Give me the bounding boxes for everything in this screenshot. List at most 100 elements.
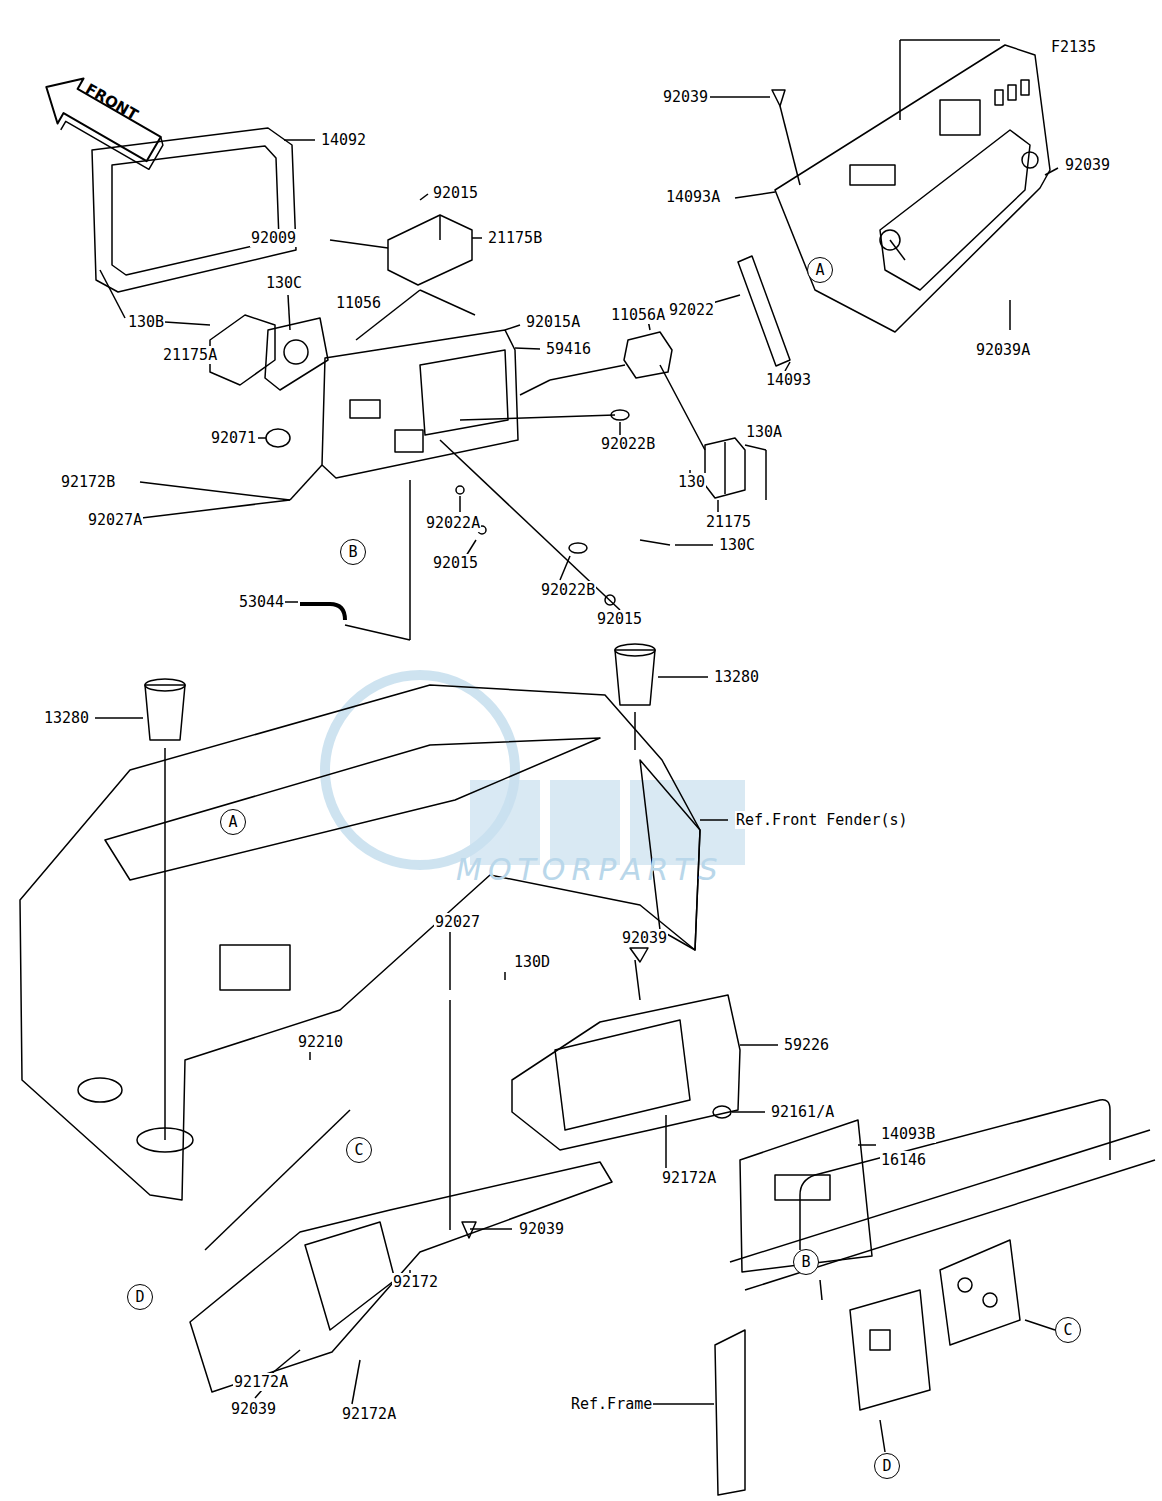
illustration-part	[145, 679, 185, 691]
callout-number: 92172	[392, 1273, 439, 1291]
illustration-part	[165, 322, 210, 325]
illustration-part	[145, 685, 185, 740]
callout-number: 21175	[705, 513, 752, 531]
illustration-part	[395, 430, 423, 452]
illustration-part	[648, 1403, 714, 1405]
illustration-part	[459, 496, 461, 512]
callout-number: 14093	[765, 371, 812, 389]
illustration-part	[730, 1130, 1150, 1262]
callout-number: 11056	[335, 294, 382, 312]
illustration-part	[266, 429, 290, 447]
illustration-part	[850, 1290, 930, 1410]
illustration-part	[700, 819, 728, 821]
illustration-part	[515, 348, 540, 349]
callout-number: 92009	[250, 229, 297, 247]
callout-number: 92071	[210, 429, 257, 447]
callout-number: 130C	[718, 536, 756, 554]
illustration-part	[352, 1360, 360, 1404]
illustration-part	[100, 270, 125, 318]
illustration-part	[288, 295, 290, 330]
illustration-part	[735, 192, 775, 198]
illustration-part	[772, 90, 785, 106]
illustration-part	[800, 1100, 1110, 1250]
illustration-part	[1008, 85, 1016, 100]
callout-number: 13280	[713, 668, 760, 686]
illustration-part	[615, 650, 655, 705]
callout-number: 92022B	[600, 435, 656, 453]
callout-number: 92027A	[87, 511, 143, 529]
illustration-part	[717, 500, 719, 512]
illustration-part	[635, 960, 640, 1000]
illustration-part	[705, 438, 745, 498]
illustration-part	[738, 256, 790, 366]
illustration-part	[880, 130, 1030, 290]
illustration-part	[745, 445, 766, 450]
illustration-part	[899, 40, 901, 120]
callout-number: 92015	[432, 184, 479, 202]
illustration-part	[775, 1175, 830, 1200]
illustration-part	[870, 1330, 890, 1350]
callout-number: 92039A	[975, 341, 1031, 359]
illustration-part	[665, 1115, 667, 1168]
reference-letter: D	[135, 1290, 144, 1305]
illustration-part	[715, 1330, 745, 1495]
callout-number: 21175A	[162, 346, 218, 364]
callout-number: 130B	[127, 313, 165, 331]
callout-number: 92022B	[540, 581, 596, 599]
illustration-part	[420, 290, 475, 315]
illustration-part	[505, 325, 520, 330]
callout-number: 14093A	[665, 188, 721, 206]
illustration-part	[1009, 300, 1011, 330]
illustration-part	[456, 486, 464, 494]
reference-circle: D	[127, 1284, 153, 1310]
illustration-part	[1045, 168, 1058, 175]
reference-letter: A	[815, 263, 824, 278]
illustration-part	[880, 1420, 885, 1452]
illustration-part	[255, 1390, 262, 1398]
illustration-part	[569, 543, 587, 553]
reference-circle: C	[1055, 1317, 1081, 1343]
reference-circle: B	[340, 539, 366, 565]
illustration-part	[780, 106, 800, 185]
illustration-part	[724, 442, 726, 494]
illustration-part	[409, 480, 411, 640]
callout-number: 11056A	[610, 306, 666, 324]
illustration-part	[290, 465, 322, 500]
illustration-part	[137, 1128, 193, 1152]
illustration-part	[512, 995, 740, 1150]
illustration-part	[520, 380, 550, 395]
illustration-part	[560, 556, 570, 580]
callout-number: 92022A	[425, 514, 481, 532]
illustration-part	[775, 45, 1050, 332]
illustration-part	[270, 1350, 300, 1375]
illustration-part	[624, 332, 672, 378]
illustration-part	[449, 1000, 451, 1230]
illustration-part	[284, 340, 308, 364]
illustration-part	[658, 676, 708, 678]
illustration-part	[220, 945, 290, 990]
callout-number: 92172A	[661, 1169, 717, 1187]
illustration-part	[472, 237, 482, 239]
illustration-part	[305, 1222, 395, 1330]
callout-number: 14093B	[880, 1125, 936, 1143]
callout-number: 92039	[662, 88, 709, 106]
illustration	[20, 40, 1155, 1495]
illustration-part	[660, 365, 705, 450]
illustration-part	[890, 240, 905, 260]
callout-number: 130A	[745, 423, 783, 441]
illustration-part	[900, 39, 1000, 41]
callout-number: 130C	[265, 274, 303, 292]
illustration-part	[555, 1020, 690, 1130]
illustration-part	[258, 437, 266, 439]
illustration-part	[785, 362, 790, 371]
illustration-part	[765, 450, 767, 500]
reference-circle: B	[793, 1249, 819, 1275]
reference-letter: C	[1063, 1323, 1072, 1338]
reference-letter: A	[228, 815, 237, 830]
illustration-part	[388, 215, 472, 285]
callout-number: 92022	[668, 301, 715, 319]
illustration-part	[309, 1052, 311, 1060]
illustration-part	[439, 215, 441, 240]
illustration-part	[858, 1144, 876, 1146]
